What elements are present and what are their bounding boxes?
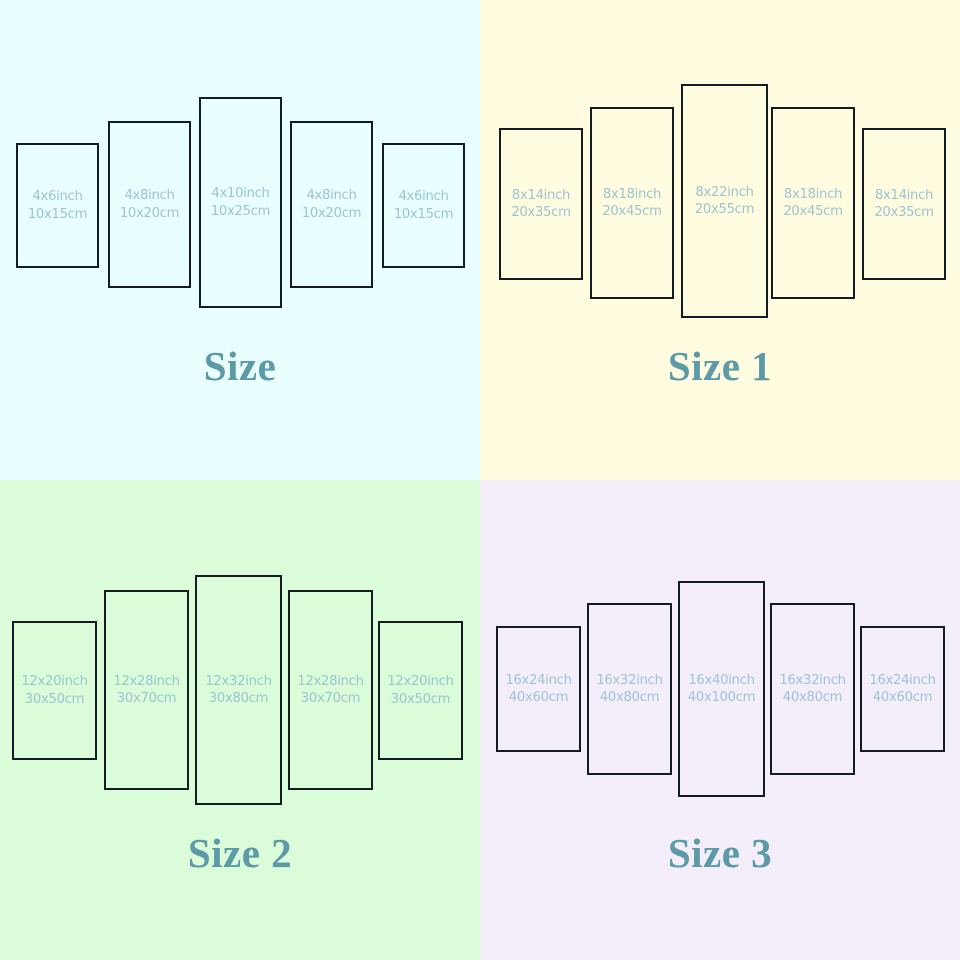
- panel-size-label: 16x40inch 40x100cm: [687, 672, 756, 707]
- panel-size-inch: 16x24inch: [869, 672, 936, 688]
- panel-size-inch: 8x18inch: [783, 186, 843, 202]
- panel-size-cm: 20x45cm: [602, 204, 662, 219]
- panel-group-size-1: 8x14inch 20x35cm 8x18inch 20x45cm 8x22inch 20…: [480, 0, 960, 480]
- panel-size-inch: 16x40inch: [688, 672, 755, 688]
- canvas-size-2-panel-4[interactable]: 12x28inch 30x70cm: [288, 590, 373, 790]
- panel-size-cm: 30x80cm: [208, 691, 269, 706]
- panel-size-inch: 4x6inch: [398, 189, 449, 205]
- panel-size-label: 8x18inch 20x45cm: [602, 186, 662, 221]
- quadrant-title-size-3: Size 3: [667, 830, 773, 876]
- panel-size-inch: 16x32inch: [779, 672, 846, 688]
- panel-size-cm: 30x70cm: [300, 691, 361, 706]
- panel-size-inch: 12x28inch: [113, 673, 180, 689]
- panel-size-inch: 4x8inch: [124, 188, 175, 204]
- canvas-size-3-panel-5[interactable]: 16x24inch 40x60cm: [860, 626, 945, 752]
- quadrant-size-1[interactable]: 8x14inch 20x35cm 8x18inch 20x45cm 8x22inch 20…: [480, 0, 960, 480]
- panel-group-size-3: 16x24inch 40x60cm 16x32inch 40x80cm 16x40inc…: [480, 480, 960, 960]
- panel-size-label: 8x18inch 20x45cm: [783, 186, 843, 221]
- panel-size-cm: 30x50cm: [24, 691, 85, 707]
- canvas-size-3-panel-2[interactable]: 16x32inch 40x80cm: [587, 603, 672, 775]
- panel-size-cm: 10x20cm: [119, 205, 180, 221]
- panel-size-inch: 4x8inch: [306, 188, 357, 204]
- quadrant-title-size-1: Size 1: [667, 343, 773, 389]
- canvas-size-2-panel-3[interactable]: 12x32inch 30x80cm: [195, 575, 282, 805]
- quadrant-size-3[interactable]: 16x24inch 40x60cm 16x32inch 40x80cm 16x40inc…: [480, 480, 960, 960]
- panel-size-label: 16x24inch 40x60cm: [505, 672, 572, 707]
- panel-size-cm: 20x35cm: [874, 205, 934, 220]
- panel-size-cm: 30x70cm: [116, 691, 177, 706]
- canvas-size-1-panel-5[interactable]: 8x14inch 20x35cm: [862, 128, 946, 280]
- panel-size-inch: 12x20inch: [21, 674, 88, 690]
- panel-size-inch: 16x24inch: [505, 672, 572, 688]
- panel-size-cm: 40x100cm: [687, 690, 756, 705]
- panel-size-label: 16x32inch 40x80cm: [779, 672, 846, 707]
- panel-size-inch: 12x20inch: [387, 674, 454, 690]
- panel-size-cm: 40x60cm: [872, 690, 933, 705]
- panel-size-label: 8x14inch 20x35cm: [874, 187, 934, 222]
- canvas-size-1-panel-1[interactable]: 8x14inch 20x35cm: [499, 128, 583, 280]
- canvas-size-2-panel-2[interactable]: 12x28inch 30x70cm: [104, 590, 189, 790]
- quadrant-title-size: Size: [203, 343, 277, 389]
- panel-size-cm: 30x50cm: [390, 691, 451, 707]
- canvas-size-1-panel-3[interactable]: 8x22inch 20x55cm: [681, 84, 768, 318]
- panel-size-label: 16x24inch 40x60cm: [869, 672, 936, 707]
- panel-size-cm: 10x25cm: [210, 203, 271, 219]
- panel-size-cm: 20x45cm: [783, 204, 843, 219]
- panel-size-label: 8x22inch 20x55cm: [694, 184, 755, 219]
- panel-size-cm: 40x60cm: [508, 690, 569, 705]
- panel-size-cm: 10x15cm: [393, 206, 454, 222]
- canvas-size-3-panel-4[interactable]: 16x32inch 40x80cm: [770, 603, 855, 775]
- panel-size-label: 12x32inch 30x80cm: [205, 673, 272, 708]
- panel-size-label: 8x14inch 20x35cm: [511, 187, 571, 222]
- panel-size-inch: 4x10inch: [211, 186, 270, 202]
- panel-size-inch: 8x14inch: [874, 187, 934, 203]
- panel-size-label: 12x28inch 30x70cm: [297, 673, 364, 708]
- panel-size-label: 16x32inch 40x80cm: [596, 672, 663, 707]
- panel-size-cm: 20x55cm: [694, 202, 755, 217]
- panel-size-inch: 8x18inch: [602, 186, 662, 202]
- panel-size-inch: 12x32inch: [205, 673, 272, 689]
- panel-size-cm: 20x35cm: [511, 205, 571, 220]
- quadrant-title-size-2: Size 2: [187, 830, 293, 876]
- canvas-size-1-panel-4[interactable]: 8x18inch 20x45cm: [771, 107, 855, 299]
- panel-size-label: 12x28inch 30x70cm: [113, 673, 180, 708]
- panel-size-inch: 12x28inch: [297, 673, 364, 689]
- panel-size-cm: 40x80cm: [599, 690, 660, 705]
- canvas-size-3-panel-1[interactable]: 16x24inch 40x60cm: [496, 626, 581, 752]
- canvas-size-3-panel-3[interactable]: 16x40inch 40x100cm: [678, 581, 765, 797]
- panel-size-cm: 10x15cm: [27, 206, 88, 222]
- panel-size-cm: 10x20cm: [301, 205, 362, 221]
- panel-size-inch: 8x14inch: [511, 187, 571, 203]
- panel-size-inch: 16x32inch: [596, 672, 663, 688]
- panel-size-inch: 4x6inch: [32, 189, 83, 205]
- canvas-size-1-panel-2[interactable]: 8x18inch 20x45cm: [590, 107, 674, 299]
- panel-size-cm: 40x80cm: [782, 690, 843, 705]
- panel-size-inch: 8x22inch: [695, 184, 754, 200]
